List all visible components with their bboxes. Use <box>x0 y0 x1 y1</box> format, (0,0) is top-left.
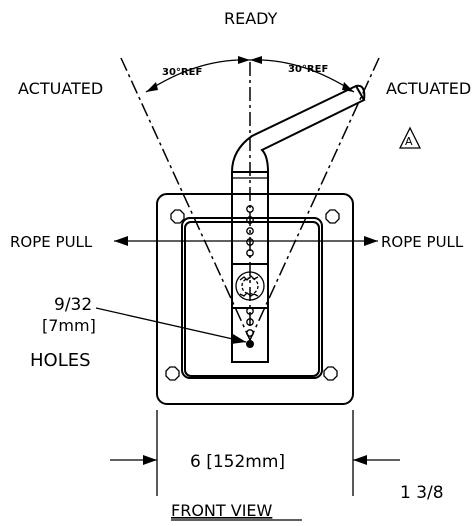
mount-hole-bottom-right <box>323 366 338 381</box>
rope-pull-arrows <box>114 236 378 246</box>
angle-right-label: 30°REF <box>288 64 328 75</box>
width-arrowhead-left <box>143 455 157 465</box>
hole-size-label: 9/32 <box>54 295 92 315</box>
handle-hole <box>246 329 254 337</box>
plate-outline <box>156 193 354 405</box>
angle-arrowhead-right <box>250 56 262 64</box>
hole-leader <box>95 307 247 344</box>
width-dimension <box>110 410 400 496</box>
label-seal-text-mark <box>239 275 259 281</box>
width-dimension-label: 6 [152mm] <box>190 452 285 472</box>
side-dimension-label: 1 3/8 <box>400 483 444 503</box>
revision-triangle-outline <box>398 126 422 149</box>
handle-lever <box>231 84 366 200</box>
pull-handle <box>231 84 366 363</box>
handle-lever-tip <box>355 84 366 101</box>
handle-hole <box>246 227 254 235</box>
label-plate-outline <box>231 263 269 309</box>
rope-pull-right-label: ROPE PULL <box>381 233 464 251</box>
handle-holes <box>246 205 254 348</box>
handle-hole <box>246 318 254 326</box>
width-arrowhead-right <box>353 455 367 465</box>
actuated-right-line <box>249 57 380 341</box>
label-plate <box>231 263 269 309</box>
angle-arrowhead-left <box>238 56 250 64</box>
rope-pull-left-arrowhead <box>114 236 128 246</box>
actuated-left-label: ACTUATED <box>18 79 103 98</box>
angle-left-label: 30°REF <box>162 67 202 78</box>
actuated-right-label: ACTUATED <box>386 79 471 98</box>
mount-hole-bottom-left <box>165 366 180 381</box>
label-seal-text-mark <box>239 292 259 297</box>
handle-hole-selected <box>246 340 254 348</box>
actuated-left-line <box>120 57 251 341</box>
hole-leader-arrowhead <box>231 334 246 344</box>
handle-hole <box>246 249 254 257</box>
revision-triangle <box>398 126 422 149</box>
view-title: FRONT VIEW <box>171 501 273 520</box>
angle-dimension <box>145 56 355 93</box>
label-seal-outer <box>235 271 265 301</box>
rope-pull-right-arrowhead <box>364 236 378 246</box>
mount-hole-top-right <box>325 209 340 224</box>
angle-arrowhead-left-end <box>146 82 158 92</box>
holes-label: HOLES <box>30 350 91 371</box>
hole-leader-line <box>95 307 247 343</box>
mount-hole-top-left <box>170 209 185 224</box>
handle-hole <box>246 238 254 246</box>
ready-label: READY <box>224 9 278 28</box>
plate-inner-outline <box>181 217 323 379</box>
handle-hole <box>246 216 254 224</box>
handle-hole <box>246 205 254 213</box>
revision-mark-label: A <box>405 135 413 148</box>
hole-size-metric-label: [7mm] <box>42 316 96 335</box>
rope-pull-left-label: ROPE PULL <box>10 233 93 251</box>
label-seal-inner <box>241 277 259 295</box>
center-lines <box>120 57 380 341</box>
